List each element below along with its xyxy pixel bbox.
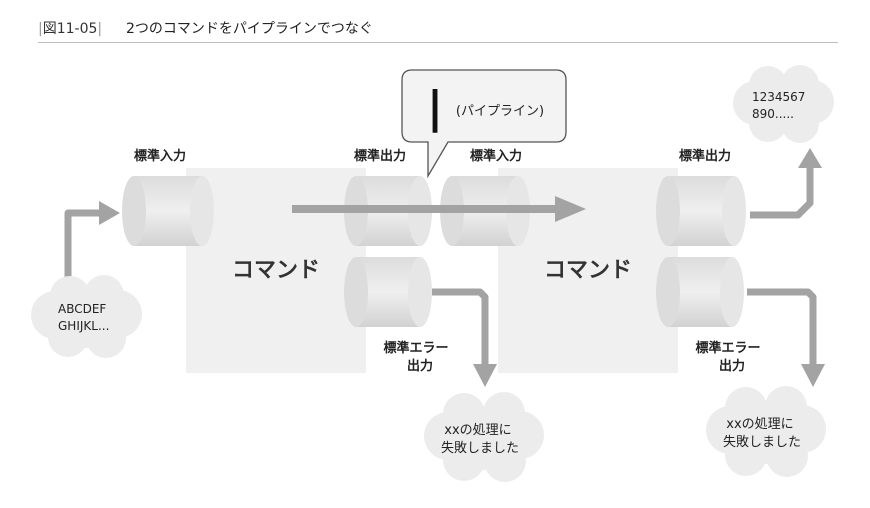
- stderr-label-2: 標準エラー: [695, 340, 760, 356]
- stdin-cylinder-1: [122, 176, 214, 246]
- pipe-label: (パイプライン): [456, 104, 544, 119]
- stderr-arrow-2-head: [801, 364, 825, 387]
- output-arrow-head: [798, 148, 822, 168]
- stderr-cylinder-2: [656, 257, 744, 327]
- stdin-label-1: 標準入力: [134, 148, 186, 164]
- stdout-cylinder-2: [656, 176, 746, 246]
- output-cloud: [733, 65, 834, 143]
- stdout-label-1: 標準出力: [354, 148, 406, 164]
- command-box-1: [186, 168, 366, 373]
- stderr-label-1: 標準エラー: [383, 340, 448, 356]
- error-cloud-1-line2: 失敗しました: [441, 441, 519, 456]
- error-cloud-2-line2: 失敗しました: [723, 435, 801, 450]
- input-arrow-head: [99, 201, 120, 225]
- stdin-label-2: 標準入力: [470, 148, 522, 164]
- pipe-callout: [401, 69, 567, 179]
- figure-title: 2つのコマンドをパイプラインでつなぐ: [126, 21, 373, 37]
- input-arrow: [64, 209, 99, 277]
- stderr-arrow-1-head: [473, 364, 497, 387]
- pipeline-arrow-head: [555, 196, 586, 222]
- input-cloud-line2: GHIJKL...: [58, 319, 109, 333]
- stderr-cylinder-1: [344, 257, 432, 327]
- error-cloud-1: [424, 392, 544, 482]
- input-cloud-line1: ABCDEF: [58, 302, 106, 316]
- error-cloud-2-line1: xxの処理に: [726, 417, 793, 432]
- command-label-1: コマンド: [232, 258, 320, 283]
- output-cloud-line2: 890.....: [752, 107, 794, 121]
- pipeline-arrow: [292, 205, 556, 213]
- figure-header: |図11-05| 2つのコマンドをパイプラインでつなぐ: [38, 14, 838, 43]
- figure-number: 図11-05: [42, 21, 98, 37]
- command-label-2: コマンド: [544, 258, 632, 283]
- error-cloud-2: [706, 386, 826, 477]
- stdout-label-2: 標準出力: [679, 148, 731, 164]
- stderr-arrow-2: [747, 288, 817, 364]
- stderr-label-2b: 出力: [719, 358, 745, 374]
- error-cloud-1-line1: xxの処理に: [444, 423, 511, 438]
- input-cloud: [31, 275, 142, 358]
- stderr-label-1b: 出力: [407, 358, 433, 374]
- pipe-symbol: |: [427, 82, 443, 133]
- output-arrow: [750, 168, 814, 219]
- output-cloud-line1: 1234567: [752, 90, 805, 104]
- stderr-arrow-1: [432, 288, 489, 364]
